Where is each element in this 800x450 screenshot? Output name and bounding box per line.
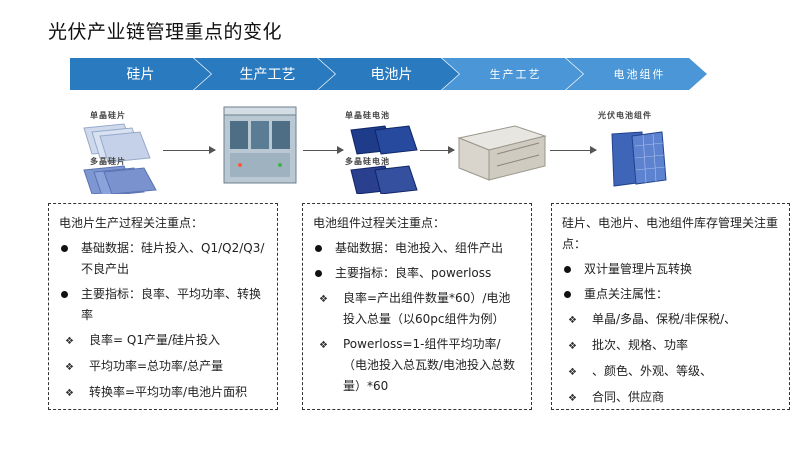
bullet-icon bbox=[61, 245, 68, 252]
list-item: ❖ Powerloss=1-组件平均功率/（电池投入总瓦数/电池投入总数量）*6… bbox=[313, 334, 521, 397]
list-item-text: 批次、规格、功率 bbox=[592, 338, 689, 352]
list-item: ❖ 、颜色、外观、等级、 bbox=[562, 361, 779, 383]
cells-image: 单晶硅电池 多晶硅电池 bbox=[345, 110, 419, 194]
list-item-text: 基础数据：电池投入、组件产出 bbox=[335, 241, 504, 255]
bullet-icon bbox=[564, 291, 571, 298]
module-image: 光伏电池组件 bbox=[598, 110, 672, 190]
diamond-bullet-icon: ❖ bbox=[319, 294, 328, 305]
flow-step-label: 硅片 bbox=[126, 67, 155, 83]
list-item-text: Powerloss=1-组件平均功率/（电池投入总瓦数/电池投入总数量）*60 bbox=[343, 337, 516, 393]
list-item-text: 重点关注属性： bbox=[584, 287, 669, 301]
diamond-bullet-icon: ❖ bbox=[568, 393, 577, 404]
diamond-bullet-icon: ❖ bbox=[568, 367, 577, 378]
page-title: 光伏产业链管理重点的变化 bbox=[48, 21, 283, 43]
list-item: ❖ 平均功率=总功率/总产量 bbox=[59, 356, 267, 378]
cell-production-focus-box: 电池片生产过程关注重点： 基础数据：硅片投入、Q1/Q2/Q3/不良产出 主要指… bbox=[48, 203, 278, 410]
bullet-icon bbox=[61, 291, 68, 298]
process-flow: 硅片 生产工艺 电池片 生产工艺 电池组件 bbox=[70, 58, 710, 90]
cell-equipment-image bbox=[220, 103, 300, 187]
diamond-bullet-icon: ❖ bbox=[568, 315, 577, 326]
list-item-text: 、颜色、外观、等级、 bbox=[592, 364, 713, 378]
arrow-2 bbox=[303, 146, 344, 154]
list-item: 主要指标：良率、平均功率、转换率 bbox=[59, 284, 267, 326]
list-item-text: 转换率=平均功率/电池片面积 bbox=[89, 385, 248, 399]
list-item: 基础数据：硅片投入、Q1/Q2/Q3/不良产出 bbox=[59, 238, 267, 280]
diamond-bullet-icon: ❖ bbox=[568, 341, 577, 352]
module-production-focus-box: 电池组件过程关注重点： 基础数据：电池投入、组件产出 主要指标：良率、power… bbox=[302, 203, 532, 410]
cells-multi-caption: 多晶硅电池 bbox=[345, 157, 390, 166]
list-item: 双计量管理片瓦转换 bbox=[562, 259, 779, 280]
flow-step-label: 生产工艺 bbox=[489, 68, 542, 81]
list-item-text: 良率=产出组件数量*60）/电池投入总量（以60pc组件为例） bbox=[343, 291, 511, 326]
module-caption: 光伏电池组件 bbox=[598, 111, 652, 120]
bullet-icon bbox=[315, 270, 322, 277]
list-item: ❖ 单晶/多晶、保税/非保税/、 bbox=[562, 309, 779, 331]
bullet-icon bbox=[564, 266, 571, 273]
box-heading: 硅片、电池片、电池组件库存管理关注重点： bbox=[562, 216, 779, 251]
inventory-focus-box: 硅片、电池片、电池组件库存管理关注重点： 双计量管理片瓦转换 重点关注属性： ❖… bbox=[551, 203, 790, 410]
list-item-text: 单晶/多晶、保税/非保税/、 bbox=[592, 312, 737, 326]
box-heading: 电池组件过程关注重点： bbox=[313, 216, 446, 230]
flow-step-label: 电池片 bbox=[370, 67, 413, 83]
list-item-text: 基础数据：硅片投入、Q1/Q2/Q3/不良产出 bbox=[81, 241, 265, 276]
diamond-bullet-icon: ❖ bbox=[65, 362, 74, 373]
cells-mono-caption: 单晶硅电池 bbox=[345, 111, 390, 120]
box-heading: 电池片生产过程关注重点： bbox=[59, 216, 204, 230]
list-item: ❖ 良率=产出组件数量*60）/电池投入总量（以60pc组件为例） bbox=[313, 288, 521, 330]
arrow-3 bbox=[420, 146, 455, 154]
module-equipment-image bbox=[455, 110, 547, 184]
flow-step-cell: 电池片 bbox=[318, 58, 459, 90]
list-item-text: 主要指标：良率、powerloss bbox=[335, 266, 492, 280]
wafers-multi-caption: 多晶硅片 bbox=[90, 157, 126, 166]
list-item: 基础数据：电池投入、组件产出 bbox=[313, 238, 521, 259]
flow-step-process-1: 生产工艺 bbox=[194, 58, 335, 90]
list-item: 主要指标：良率、powerloss bbox=[313, 263, 521, 284]
list-item: ❖ 转换率=平均功率/电池片面积 bbox=[59, 382, 267, 404]
flow-step-module: 电池组件 bbox=[566, 58, 707, 90]
list-item: ❖ 批次、规格、功率 bbox=[562, 335, 779, 357]
arrow-1 bbox=[163, 146, 216, 154]
list-item-text: 合同、供应商 bbox=[592, 390, 665, 404]
wafers-mono-caption: 单晶硅片 bbox=[90, 111, 126, 120]
diamond-bullet-icon: ❖ bbox=[319, 340, 328, 351]
list-item: ❖ 合同、供应商 bbox=[562, 387, 779, 409]
diamond-bullet-icon: ❖ bbox=[65, 388, 74, 399]
list-item-text: 平均功率=总功率/总产量 bbox=[89, 359, 224, 373]
flow-step-wafer: 硅片 bbox=[70, 58, 211, 90]
flow-step-label: 电池组件 bbox=[613, 68, 666, 81]
list-item: 重点关注属性： bbox=[562, 284, 779, 305]
diamond-bullet-icon: ❖ bbox=[65, 336, 74, 347]
arrow-4 bbox=[550, 146, 597, 154]
list-item-text: 良率= Q1产量/硅片投入 bbox=[89, 333, 220, 347]
wafers-image: 单晶硅片 多晶硅片 bbox=[78, 110, 160, 194]
flow-step-process-2: 生产工艺 bbox=[442, 58, 583, 90]
list-item: ❖ 良率= Q1产量/硅片投入 bbox=[59, 330, 267, 352]
list-item-text: 主要指标：良率、平均功率、转换率 bbox=[81, 287, 262, 322]
list-item-text: 双计量管理片瓦转换 bbox=[584, 262, 693, 276]
flow-step-label: 生产工艺 bbox=[239, 67, 296, 83]
bullet-icon bbox=[315, 245, 322, 252]
